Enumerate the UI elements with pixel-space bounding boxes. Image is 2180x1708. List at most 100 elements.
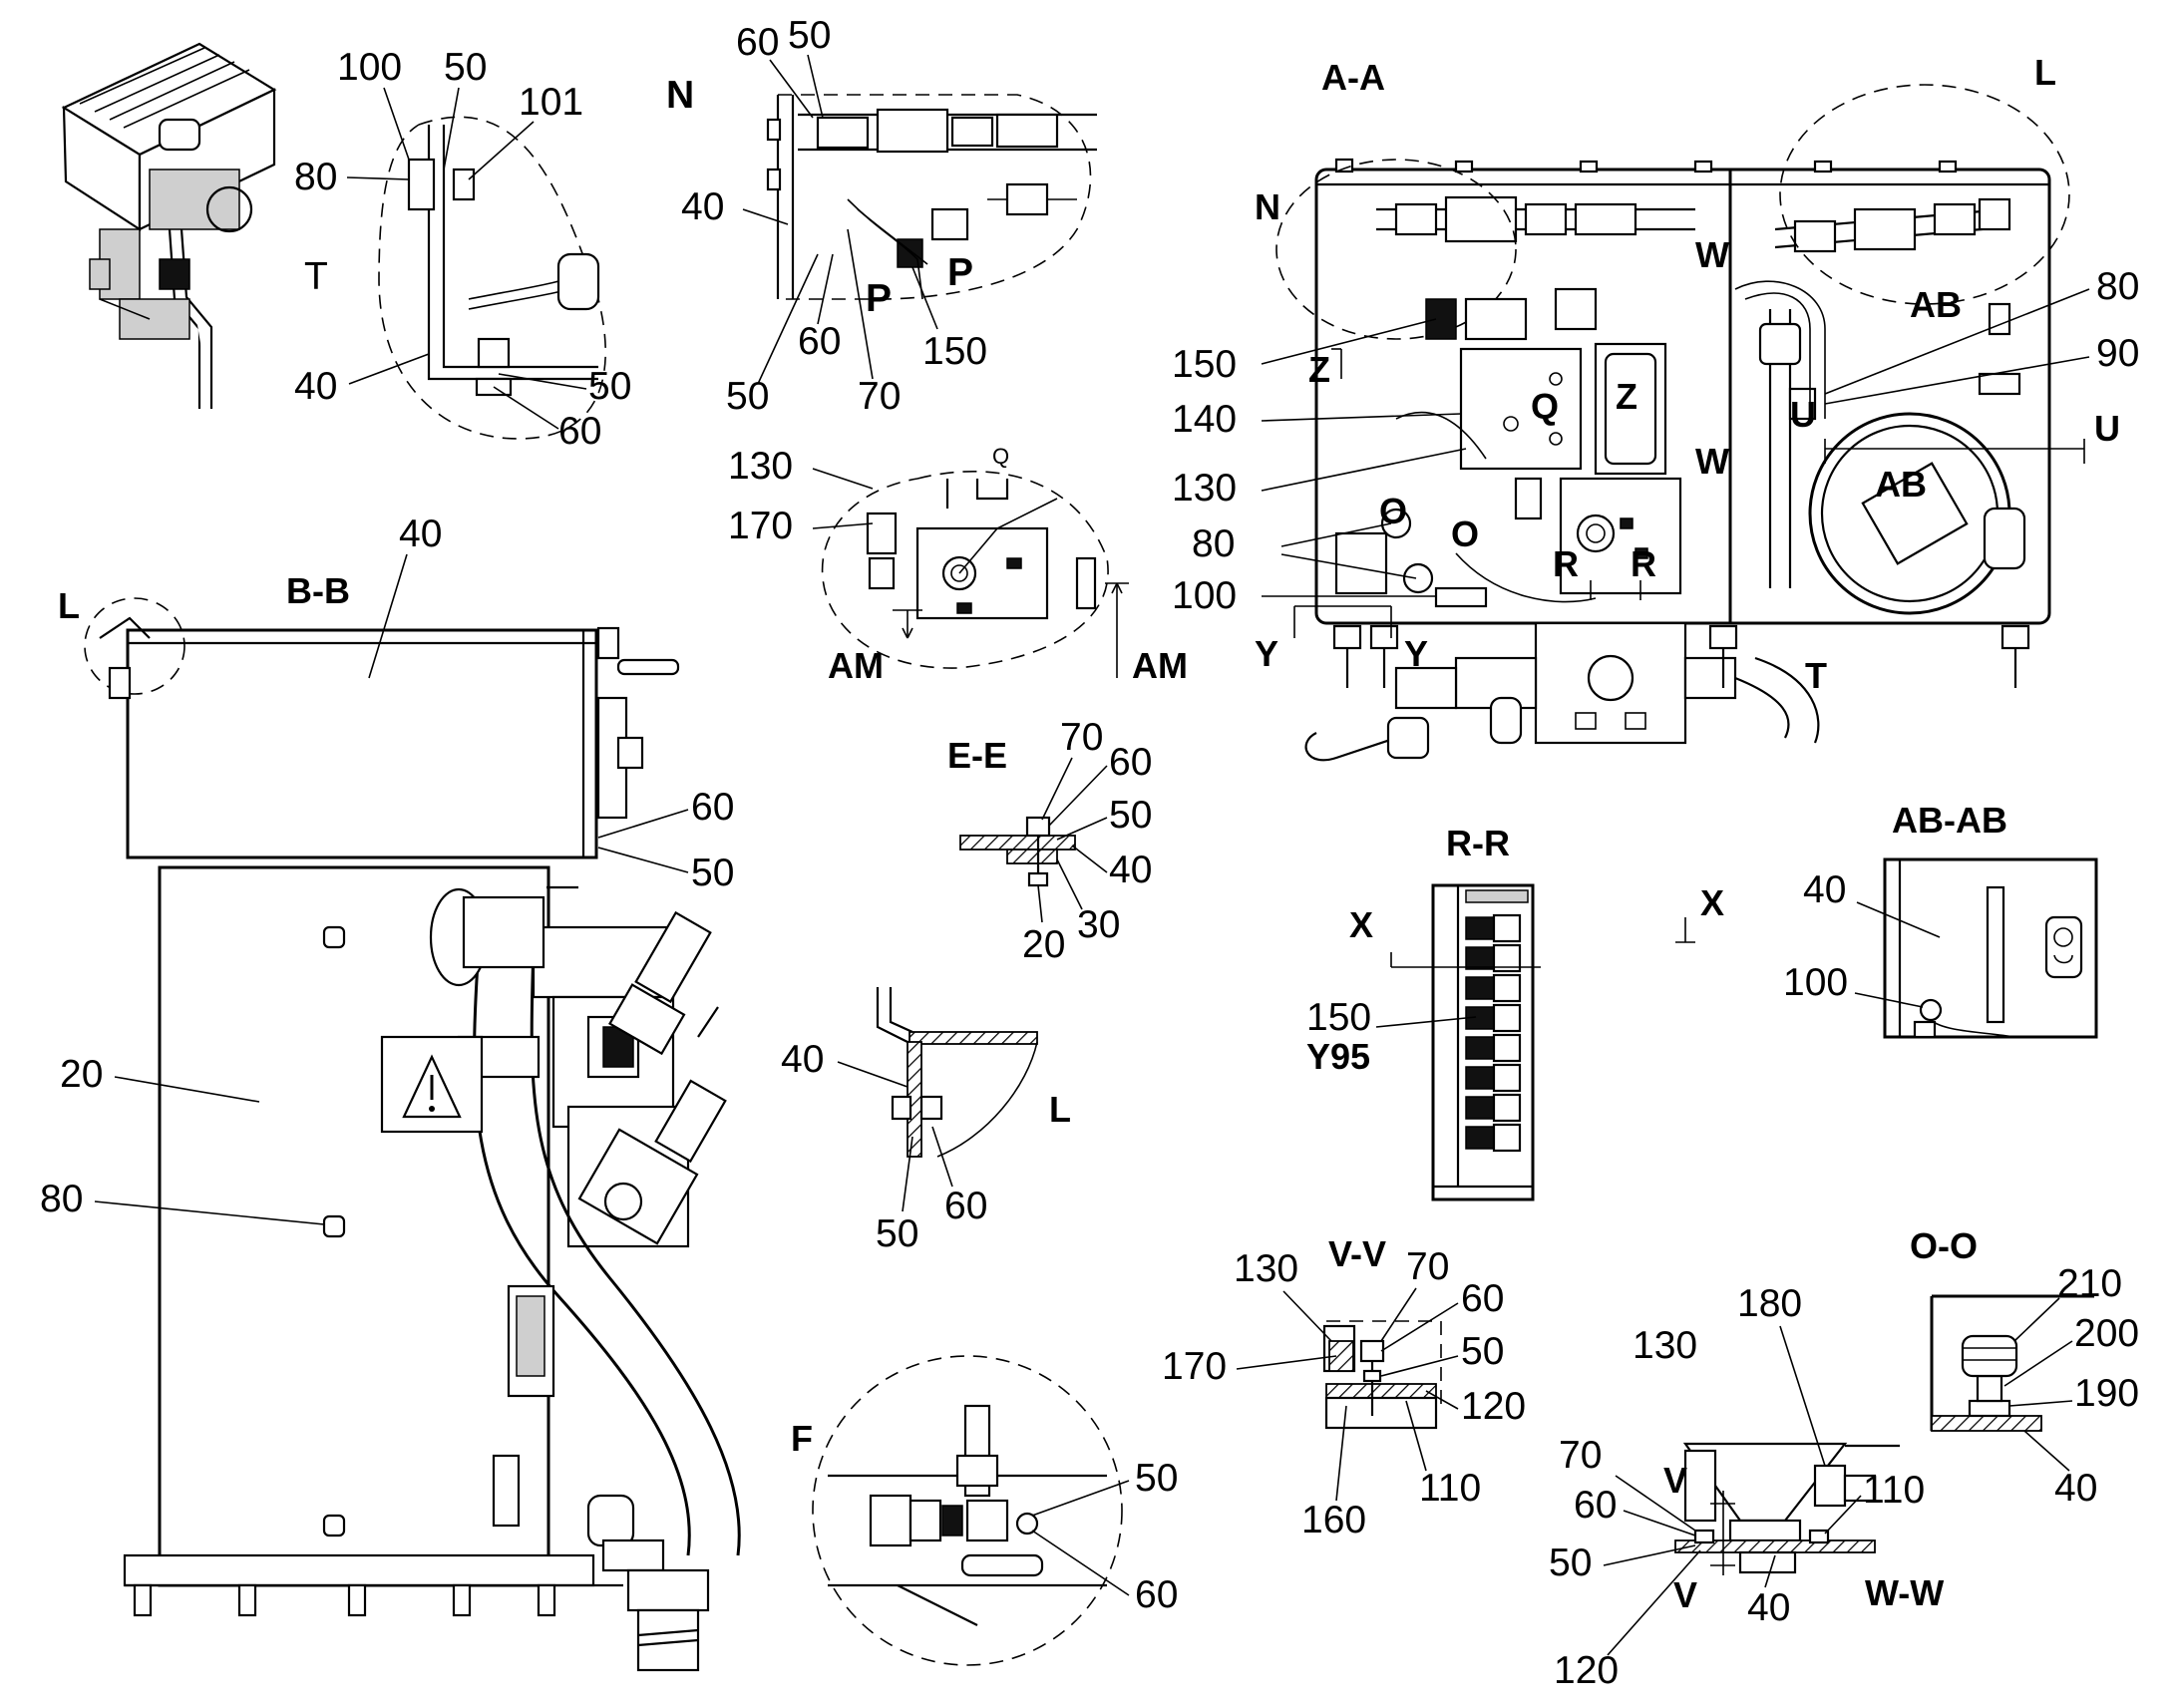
label-aa-y1: Y: [1255, 633, 1278, 674]
section-e-e: [959, 816, 1076, 887]
label-aa-t: T: [1805, 655, 1827, 696]
label-aa-y2: Y: [1404, 633, 1428, 674]
label-aa-q: Q: [1531, 386, 1559, 427]
leaders-detail-l: [837, 1061, 953, 1212]
label-f-title: F: [791, 1418, 813, 1459]
label-bb-title: B-B: [286, 570, 350, 611]
label-ee-title: E-E: [947, 735, 1007, 776]
label-bb-l: L: [58, 585, 80, 626]
leaders-section-o-o: [2003, 1297, 2073, 1472]
label-t-50: 50: [444, 46, 487, 89]
label-aa-w1: W: [1695, 234, 1729, 275]
leaders-detail-q: [812, 468, 874, 529]
label-n-p2: P: [947, 251, 973, 294]
label-l-50: 50: [876, 1212, 918, 1255]
label-ww-50: 50: [1549, 1541, 1592, 1584]
label-n-60: 60: [736, 21, 779, 64]
label-aa-130: 130: [1172, 467, 1237, 510]
label-t-80: 80: [294, 156, 337, 198]
label-aa-ab2: AB: [1875, 464, 1927, 505]
leaders-detail-t: [346, 87, 587, 430]
label-ee-20: 20: [1022, 923, 1065, 966]
label-t-40: 40: [294, 365, 337, 408]
label-rr-x2: X: [1700, 882, 1724, 923]
label-rr-150: 150: [1306, 996, 1371, 1039]
section-a-a-view: [1275, 84, 2085, 762]
section-o-o: [1930, 1294, 2094, 1432]
label-oo-title: O-O: [1910, 1225, 1978, 1266]
label-abab-100: 100: [1783, 961, 1848, 1004]
label-n-title: N: [666, 74, 694, 117]
label-ww-180: 180: [1737, 1282, 1802, 1325]
label-vv-110: 110: [1419, 1467, 1481, 1510]
label-q-am1: AM: [828, 645, 884, 686]
label-aa-80: 80: [2096, 265, 2139, 308]
label-t-101: 101: [519, 81, 583, 124]
section-r-r: [1390, 883, 1695, 1201]
label-q-170: 170: [728, 505, 793, 547]
label-q-130: 130: [728, 445, 793, 488]
label-aa-r1: R: [1553, 543, 1579, 584]
label-q-q: Q: [992, 444, 1009, 469]
label-aa-r2: R: [1631, 543, 1656, 584]
label-ww-v1: V: [1663, 1460, 1687, 1501]
leaders-section-r-r: [1375, 1016, 1477, 1028]
label-n-150: 150: [922, 330, 987, 373]
label-aa-90: 90: [2096, 332, 2139, 375]
label-n-60b: 60: [798, 320, 841, 363]
label-l-title: L: [1049, 1089, 1071, 1130]
label-vv-title: V-V: [1328, 1233, 1386, 1274]
label-t-100: 100: [337, 46, 402, 89]
section-v-v: [1322, 1320, 1442, 1430]
label-rr-title: R-R: [1446, 823, 1510, 863]
label-ww-120: 120: [1554, 1649, 1619, 1692]
label-vv-130: 130: [1234, 1247, 1298, 1290]
label-aa-z2: Z: [1616, 376, 1637, 417]
label-aa-140: 140: [1172, 398, 1237, 441]
label-bb-20: 20: [60, 1053, 103, 1096]
leaders-detail-f: [1031, 1480, 1130, 1596]
label-ww-60: 60: [1574, 1484, 1617, 1527]
section-b-b-view: [84, 597, 741, 1672]
leaders-section-v-v: [1236, 1287, 1459, 1502]
label-ee-40: 40: [1109, 849, 1152, 891]
label-bb-40-top: 40: [399, 512, 442, 555]
label-oo-200: 200: [2074, 1312, 2139, 1355]
label-aa-ab1: AB: [1910, 284, 1962, 325]
label-abab-40: 40: [1803, 868, 1846, 911]
label-abab-title: AB-AB: [1892, 800, 2007, 841]
label-aa-w2: W: [1695, 441, 1729, 482]
label-ee-50: 50: [1109, 794, 1152, 837]
label-l-40: 40: [781, 1038, 824, 1081]
section-w-w: [1674, 1442, 1900, 1575]
label-vv-70: 70: [1406, 1245, 1449, 1288]
label-t-50b: 50: [588, 365, 631, 408]
label-vv-120: 120: [1461, 1385, 1526, 1428]
label-aa-o2: O: [1451, 513, 1479, 554]
leaders-section-ab-ab: [1854, 901, 1941, 1008]
label-vv-160: 160: [1301, 1499, 1366, 1541]
label-f-60: 60: [1135, 1573, 1178, 1616]
detail-q: [821, 471, 1129, 678]
detail-n: [766, 94, 1097, 300]
label-vv-60: 60: [1461, 1277, 1504, 1320]
label-aa-u2: U: [2094, 408, 2120, 449]
label-oo-190: 190: [2074, 1372, 2139, 1415]
label-f-50: 50: [1135, 1457, 1178, 1500]
label-l-60: 60: [944, 1185, 987, 1227]
label-iso-t: T: [304, 255, 328, 298]
label-ww-110: 110: [1863, 1469, 1925, 1512]
label-bb-60: 60: [691, 786, 734, 829]
label-aa-100: 100: [1172, 574, 1237, 617]
label-aa-n: N: [1255, 186, 1280, 227]
label-ww-40: 40: [1747, 1586, 1790, 1629]
label-oo-210: 210: [2057, 1262, 2122, 1305]
label-ww-70: 70: [1559, 1434, 1602, 1477]
leaders-section-b-b: [94, 553, 689, 1225]
leaders-detail-n: [742, 54, 938, 385]
leaders-section-e-e: [1037, 757, 1108, 923]
label-n-p1: P: [866, 277, 892, 320]
label-n-70: 70: [858, 375, 901, 418]
detail-l: [876, 987, 1038, 1158]
